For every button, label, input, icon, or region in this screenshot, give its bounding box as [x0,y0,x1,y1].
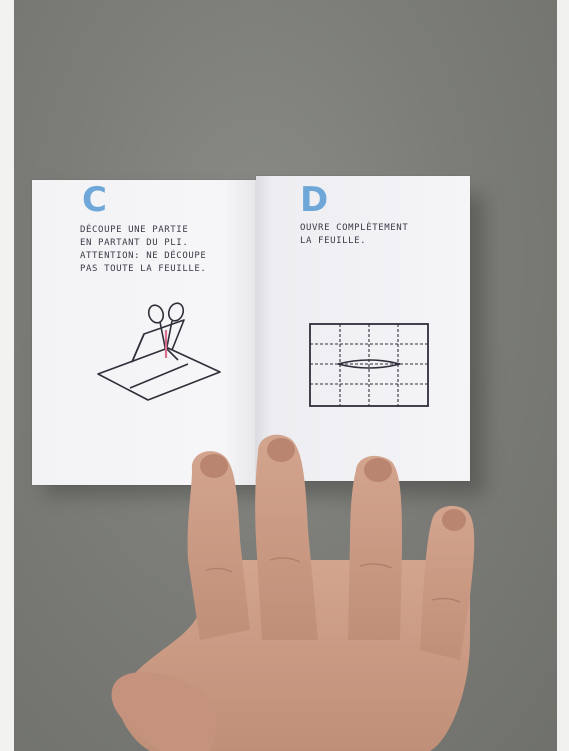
photo-background: C DÉCOUPE UNE PARTIE EN PARTANT DU PLI. … [0,0,569,751]
hand-image [0,0,569,751]
